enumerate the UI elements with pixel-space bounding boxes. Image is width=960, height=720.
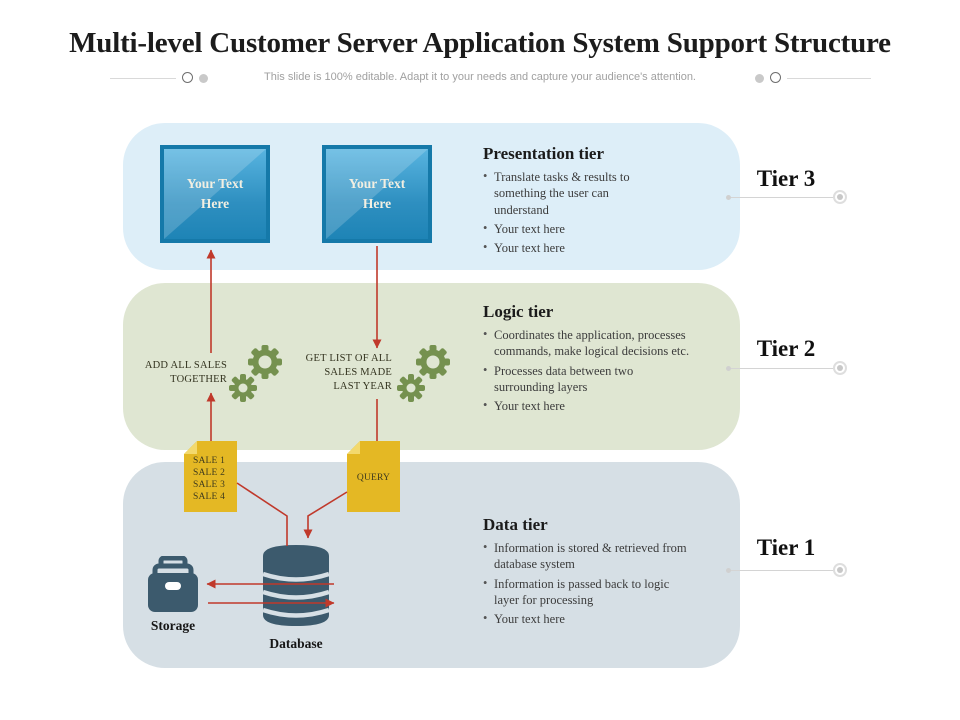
process-label-add-sales: ADD ALL SALES TOGETHER: [144, 360, 227, 386]
bullet-item: Your text here: [483, 220, 651, 237]
tier-1-label: Tier 1: [756, 535, 816, 560]
placeholder-text-box-2[interactable]: Your Text Here: [322, 145, 432, 243]
data-tier-text: Data tier Information is stored & retrie…: [483, 515, 695, 630]
decor-dot-right: [755, 74, 764, 83]
query-note: QUERY: [347, 441, 400, 512]
bullet-item: Your text here: [483, 239, 651, 256]
decor-line-left: [110, 78, 176, 79]
data-tier-bullets: Information is stored & retrieved from d…: [483, 539, 695, 627]
placeholder-text: Your Text Here: [186, 175, 244, 211]
note-line: SALE 3: [193, 479, 226, 490]
database-label: Database: [269, 636, 323, 651]
tier-1-line: [729, 570, 835, 571]
storage-label: Storage: [150, 618, 196, 633]
tier-3-line: [729, 197, 835, 198]
tier-3-circle: [833, 190, 847, 204]
process-label-get-list: GET LIST OF ALL SALES MADE LAST YEAR: [305, 353, 392, 393]
bullet-item: Your text here: [483, 610, 695, 627]
data-tier-heading: Data tier: [483, 515, 548, 534]
tier-3-line-dot: [726, 195, 731, 200]
database-icon: [261, 544, 331, 628]
logic-tier-text: Logic tier Coordinates the application, …: [483, 302, 691, 417]
bullet-item: Information is passed back to logic laye…: [483, 575, 695, 609]
logic-tier-bullets: Coordinates the application, processes c…: [483, 326, 691, 414]
bullet-item: Information is stored & retrieved from d…: [483, 539, 695, 573]
decor-line-right: [787, 78, 871, 79]
placeholder-text-box-1[interactable]: Your Text Here: [160, 145, 270, 243]
note-line: SALE 1: [193, 456, 226, 466]
page-title: Multi-level Customer Server Application …: [69, 27, 891, 59]
decor-ring-left: [182, 72, 193, 83]
placeholder-text: Your Text Here: [348, 175, 406, 211]
presentation-tier-bullets: Translate tasks & results to something t…: [483, 168, 651, 256]
gears-icon: [396, 341, 454, 405]
bullet-item: Your text here: [483, 397, 691, 414]
tier-2-circle: [833, 361, 847, 375]
bullet-item: Coordinates the application, processes c…: [483, 326, 691, 360]
storage-icon: [146, 555, 200, 614]
gears-icon: [228, 341, 286, 405]
tier-1-circle: [833, 563, 847, 577]
tier-3-label: Tier 3: [756, 166, 816, 191]
bullet-item: Processes data between two surrounding l…: [483, 362, 691, 396]
note-line: QUERY: [356, 473, 391, 483]
sales-note: SALE 1 SALE 2 SALE 3 SALE 4: [184, 441, 237, 512]
subtitle: This slide is 100% editable. Adapt it to…: [264, 71, 696, 83]
bullet-item: Translate tasks & results to something t…: [483, 168, 651, 218]
tier-2-label: Tier 2: [756, 336, 816, 361]
decor-ring-right: [770, 72, 781, 83]
decor-dot-left: [199, 74, 208, 83]
logic-tier-heading: Logic tier: [483, 302, 554, 321]
presentation-tier-text: Presentation tier Translate tasks & resu…: [483, 144, 651, 259]
tier-2-line: [729, 368, 835, 369]
note-line: SALE 2: [193, 467, 226, 478]
tier-2-line-dot: [726, 366, 731, 371]
note-line: SALE 4: [193, 491, 226, 502]
tier-1-line-dot: [726, 568, 731, 573]
presentation-tier-heading: Presentation tier: [483, 144, 605, 163]
